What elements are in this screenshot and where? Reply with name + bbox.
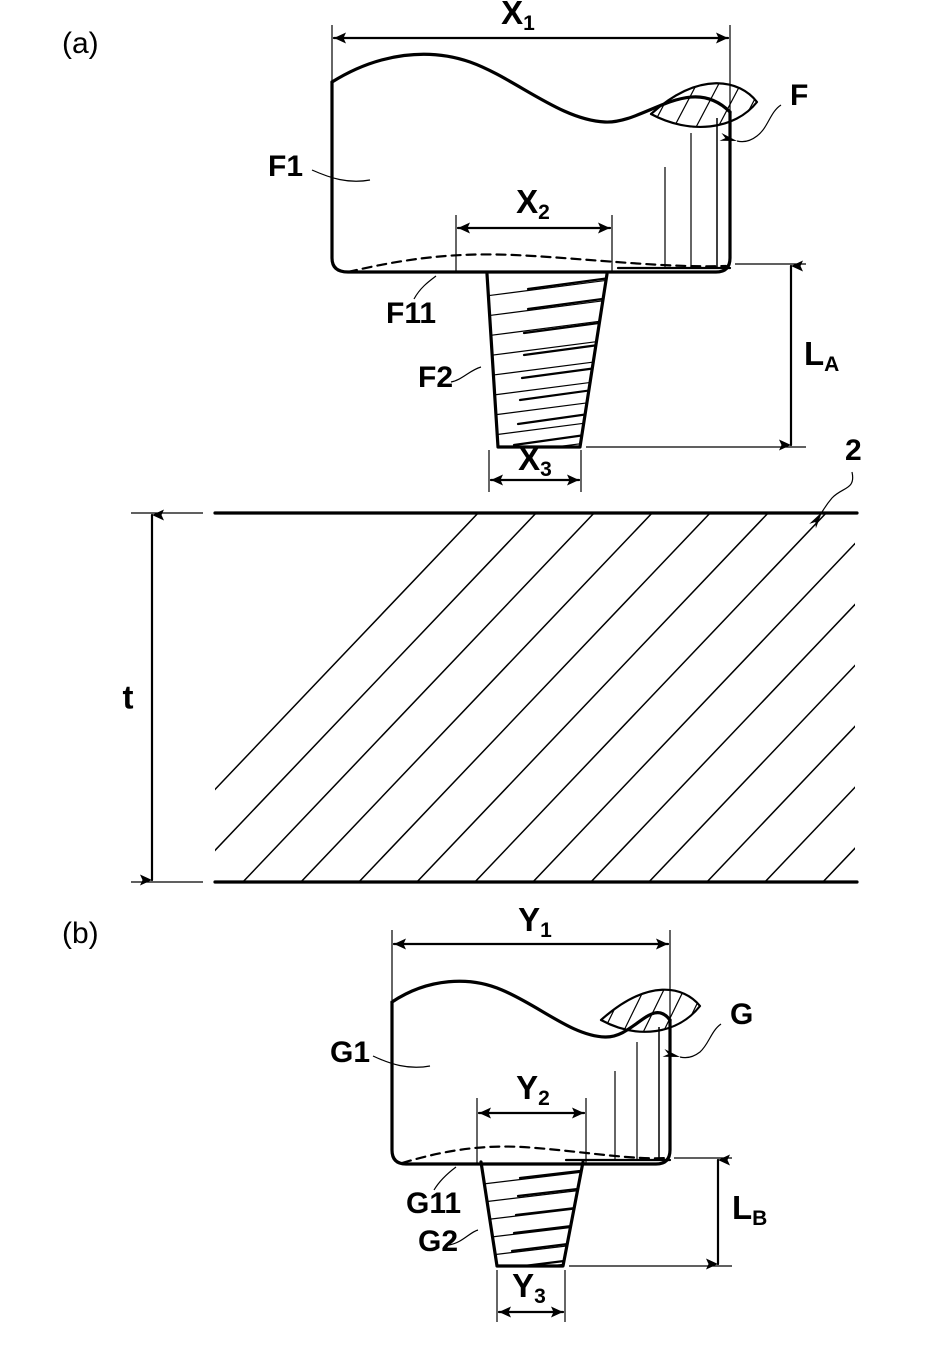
leader-f: F [719, 79, 808, 143]
dimension-y1: Y1 [391, 901, 671, 1020]
leader-f2: F2 [418, 361, 482, 394]
plate-hatching [215, 513, 855, 882]
dimension-t-label: t [123, 679, 134, 716]
dimension-x2-label: X2 [516, 183, 550, 224]
leader-g1: G1 [330, 1036, 431, 1069]
leader-g: G [662, 998, 753, 1059]
dimension-t: t [123, 509, 203, 886]
dimension-la: LA [586, 260, 839, 451]
dimension-lb-label: LB [732, 1189, 767, 1230]
dimension-x1: X1 [331, 0, 731, 112]
dimension-y2: Y2 [476, 1069, 587, 1163]
body-g1 [390, 979, 702, 1166]
plate-2: 2 t [123, 434, 862, 886]
label-f2: F2 [418, 361, 453, 394]
panel-a: (a) X1 [62, 0, 839, 492]
dimension-y3-label: Y3 [512, 1267, 546, 1308]
panel-b-label: (b) [62, 917, 99, 950]
panel-b: (b) Y1 [62, 901, 767, 1322]
dimension-la-label: LA [804, 335, 839, 376]
label-g2: G2 [418, 1225, 458, 1258]
dimension-y1-label: Y1 [518, 901, 552, 942]
panel-a-label: (a) [62, 27, 99, 60]
dimension-x2: X2 [455, 183, 613, 272]
label-g11: G11 [406, 1187, 461, 1220]
label-f: F [790, 79, 808, 112]
leader-plate-2: 2 [809, 434, 862, 529]
label-f11: F11 [386, 297, 436, 330]
leader-f1: F1 [268, 150, 371, 183]
label-plate-2: 2 [845, 434, 862, 467]
label-g: G [730, 998, 753, 1031]
dimension-lb: LB [569, 1154, 767, 1270]
protrusion-f2 [485, 272, 609, 449]
interface-curve-g11 [400, 1145, 668, 1165]
body-f1 [330, 52, 759, 274]
label-g1: G1 [330, 1036, 370, 1069]
dimension-x3-label: X3 [518, 440, 552, 481]
label-f1: F1 [268, 150, 303, 183]
leader-f11: F11 [386, 275, 437, 330]
leader-g11: G11 [406, 1166, 461, 1220]
dimension-y3: Y3 [496, 1267, 566, 1322]
leader-g2: G2 [418, 1225, 479, 1258]
lens-hatching-b [601, 989, 700, 1032]
dimension-x1-label: X1 [501, 0, 535, 35]
protrusion-f2-hatching [487, 276, 607, 447]
dimension-x3: X3 [488, 440, 582, 492]
dimension-y2-label: Y2 [516, 1069, 550, 1110]
interface-curve-f11 [346, 253, 728, 274]
